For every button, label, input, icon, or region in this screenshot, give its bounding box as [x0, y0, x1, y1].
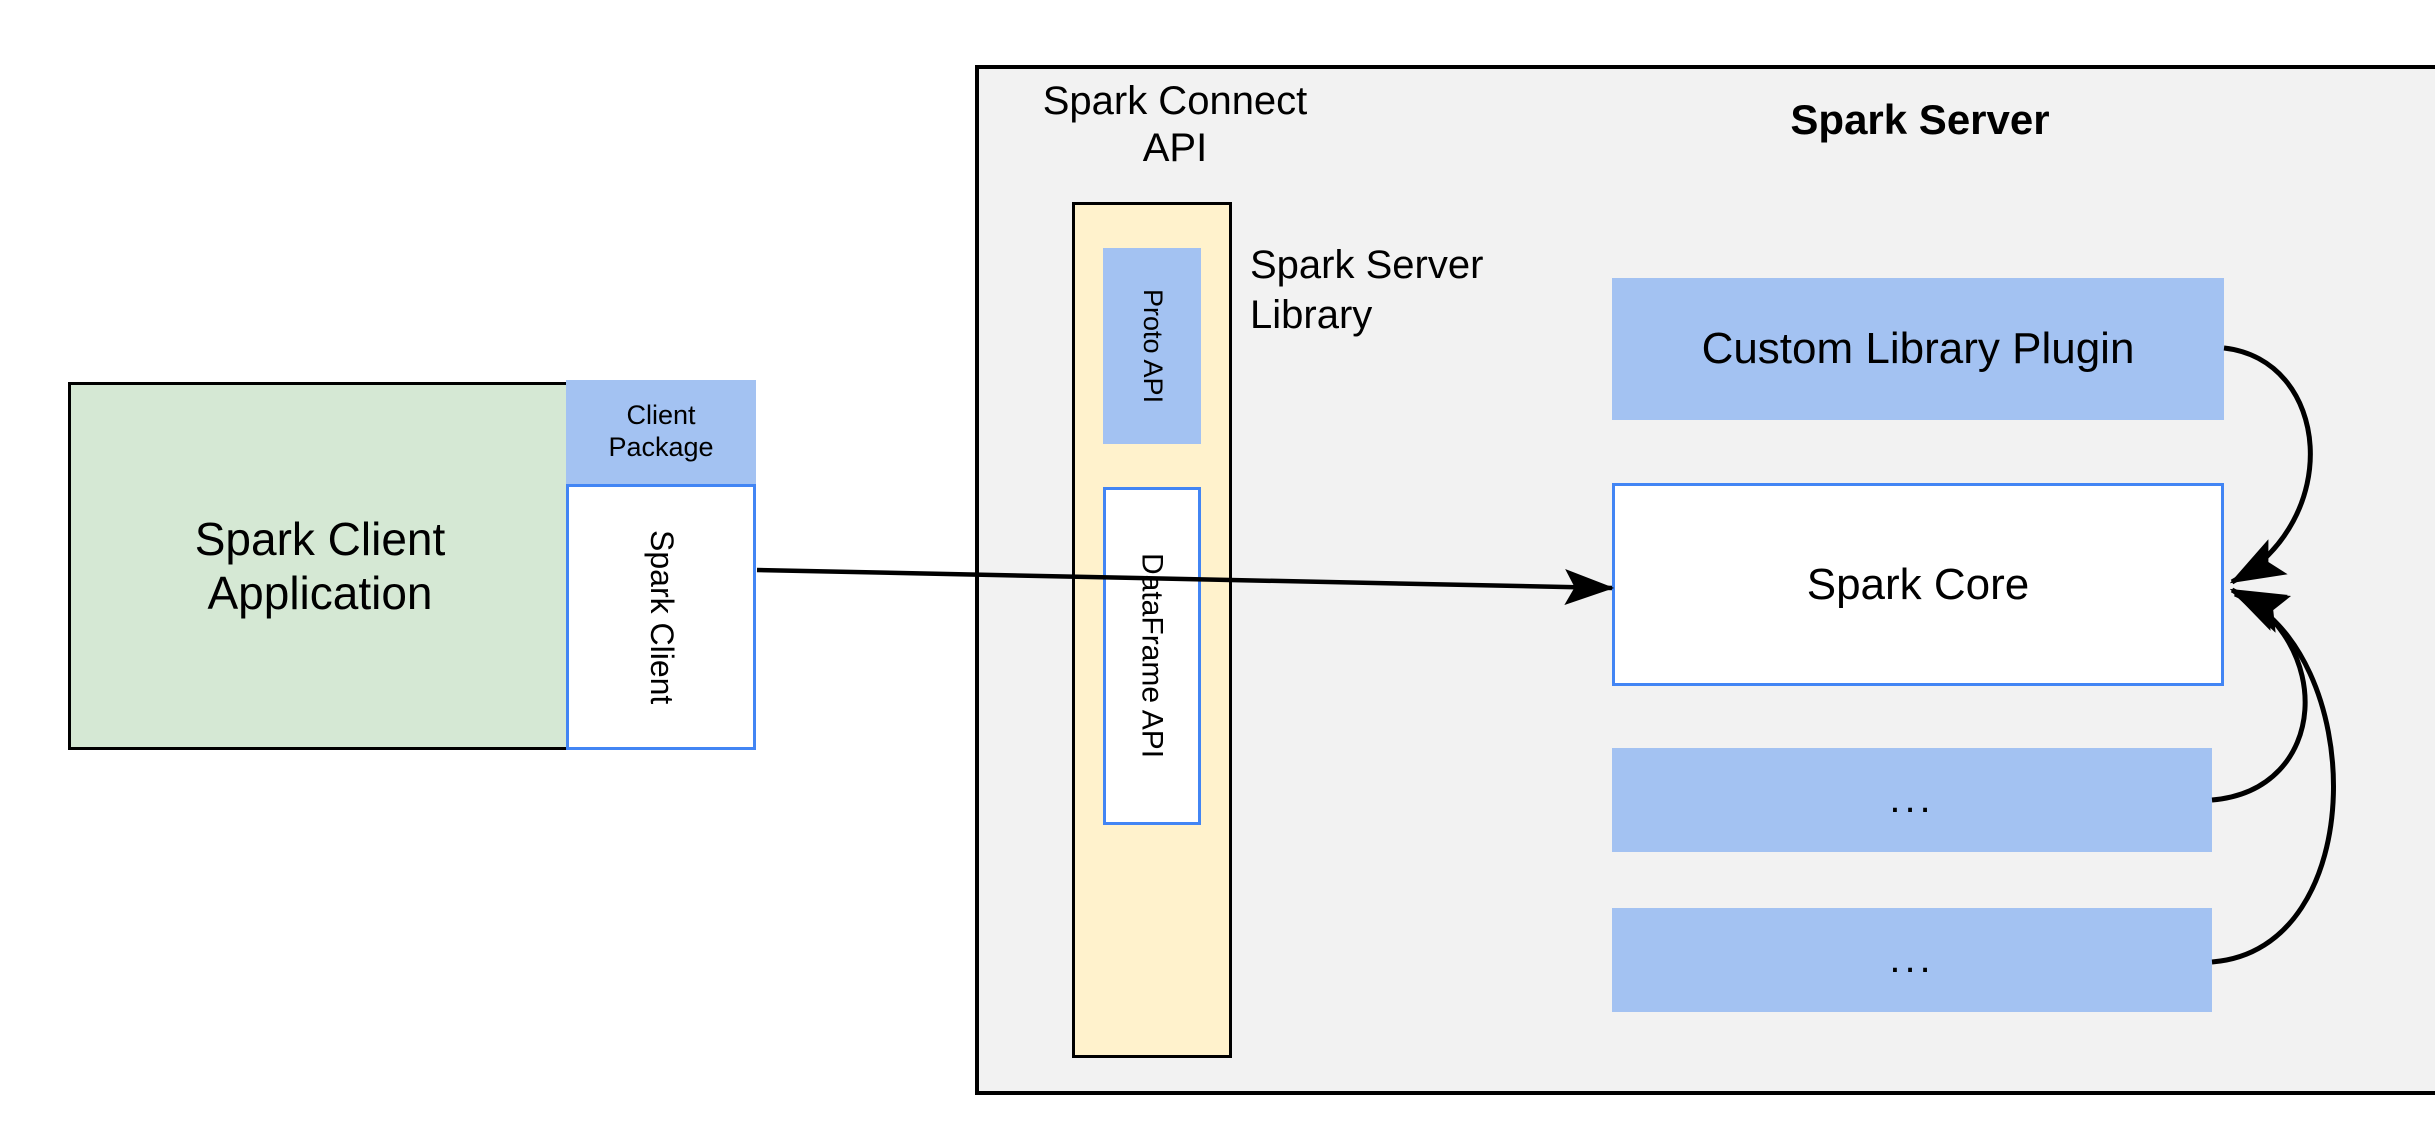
ellipsis-box-1: ... [1612, 748, 2212, 852]
spark-core-box: Spark Core [1612, 483, 2224, 686]
spark-server-library-label-text: Spark Server Library [1250, 243, 1484, 337]
spark-client-box: Spark Client [566, 484, 756, 750]
proto-api-box: Proto API [1103, 248, 1201, 444]
spark-server-library-label: Spark Server Library [1250, 240, 1580, 360]
proto-api-label: Proto API [1137, 288, 1168, 404]
client-package-box: Client Package [566, 380, 756, 484]
spark-connect-api-label-text: Spark Connect API [1042, 79, 1308, 171]
spark-server-title-label: Spark Server [1790, 96, 2050, 144]
spark-client-application-box: Spark Client Application [68, 382, 572, 750]
client-package-label: Client Package [608, 400, 714, 462]
custom-library-plugin-label: Custom Library Plugin [1701, 324, 2135, 374]
dataframe-api-label: DataFrame API [1135, 553, 1169, 759]
spark-core-label: Spark Core [1806, 559, 2030, 609]
spark-client-label: Spark Client [643, 529, 680, 705]
dataframe-api-box: DataFrame API [1103, 487, 1201, 825]
custom-library-plugin-box: Custom Library Plugin [1612, 278, 2224, 420]
spark-connect-api-label: Spark Connect API [1000, 68, 1350, 178]
spark-server-title: Spark Server [1570, 90, 2270, 150]
ellipsis-box-2-label: ... [1889, 937, 1935, 982]
ellipsis-box-1-label: ... [1889, 777, 1935, 822]
ellipsis-box-2: ... [1612, 908, 2212, 1012]
spark-client-application-label: Spark Client Application [194, 512, 446, 619]
